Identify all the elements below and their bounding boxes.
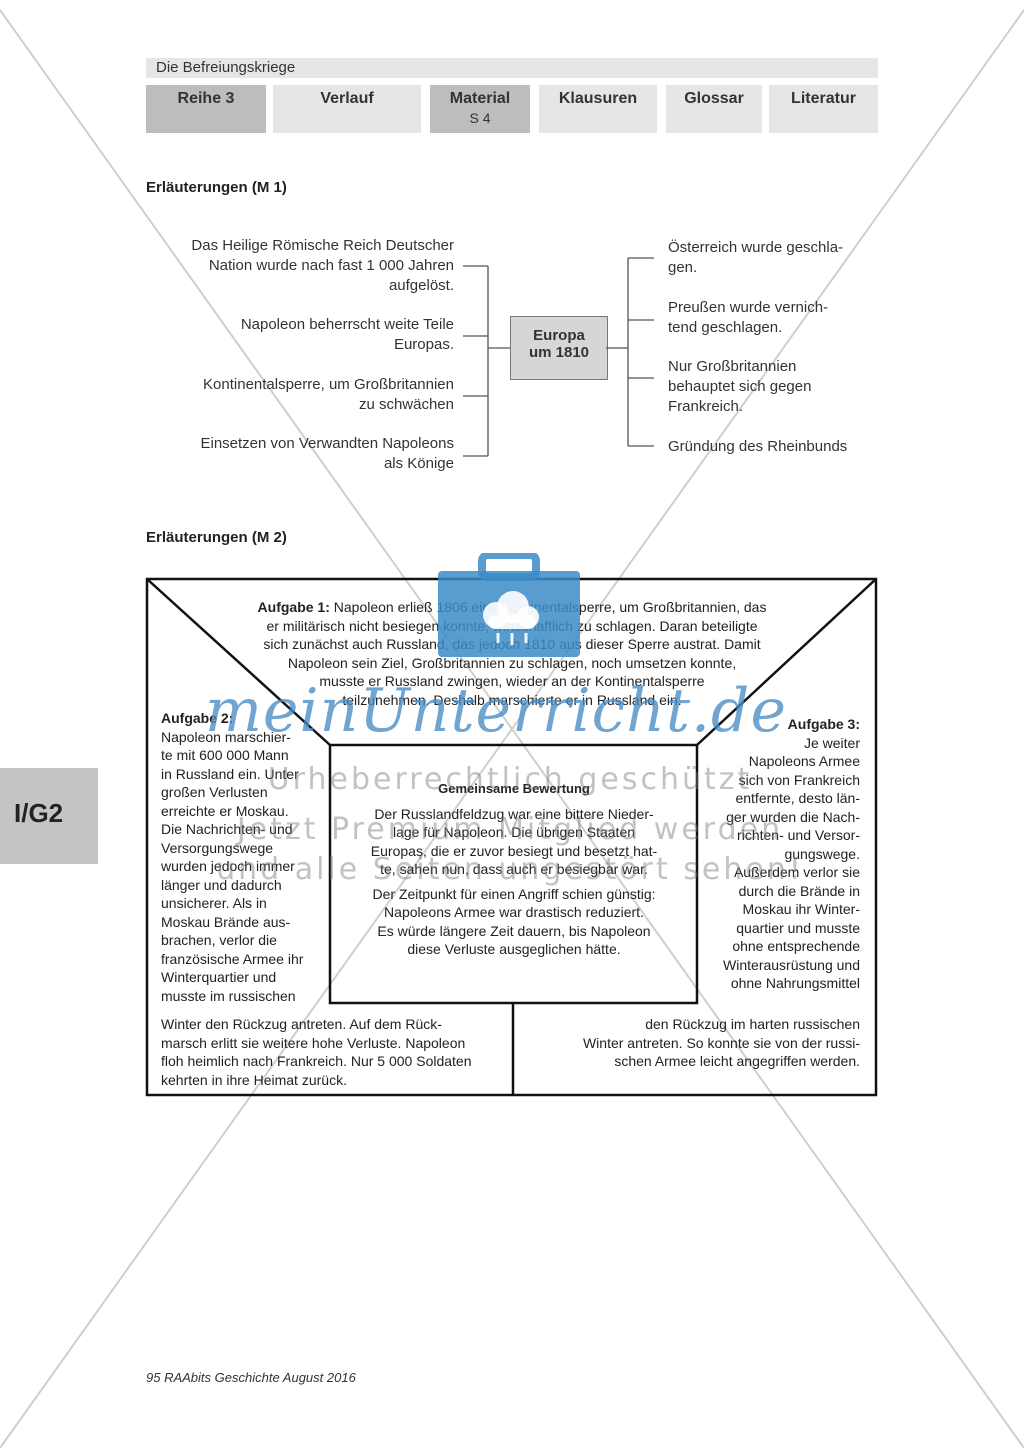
tab-label: Glossar [684,90,744,107]
tab-material[interactable]: Material S 4 [430,85,530,133]
tab-page-number: S 4 [469,110,491,126]
m1-right-item: Preußen wurde vernich-tend geschlagen. [668,299,829,336]
section-side-tab: I/G2 [0,768,98,864]
bewertung-box-text: Gemeinsame Bewertung Der Russlandfeldzug… [334,780,694,959]
watermark-brand: meinUnterricht.de [205,676,787,746]
tab-label: Verlauf [320,90,374,107]
tab-label: Literatur [791,90,856,107]
m1-center-box: Europa um 1810 [510,316,608,380]
aufgabe3-text: Aufgabe 3: Je weiter Napoleons Armee sic… [690,715,860,993]
tab-klausuren[interactable]: Klausuren [539,85,657,133]
tab-label: Klausuren [558,90,638,107]
m1-right-item: Gründung des Rheinbunds [668,438,848,455]
tab-glossar[interactable]: Glossar [666,85,762,133]
aufgabe2-text: Aufgabe 2: Napoleon marschier- te mit 60… [161,709,336,1005]
m2-heading: Erläuterungen (M 2) [146,529,287,546]
watermark-line-1: Urheberrechtlich geschützt [267,762,753,797]
footer-source: 95 RAAbits Geschichte August 2016 [146,1370,356,1385]
tab-label: Reihe 3 [177,90,235,107]
bewertung-title: Gemeinsame Bewertung [438,781,590,796]
side-tab-label: I/G2 [14,798,64,828]
m1-connector-lines [463,257,654,457]
aufgabe1-label: Aufgabe 1: [257,599,330,615]
header-title-bar: Die Befreiungskriege [146,58,878,78]
aufgabe2-label: Aufgabe 2: [161,710,234,726]
tab-verlauf[interactable]: Verlauf [273,85,421,133]
aufgabe2-text-continued: Winter den Rückzug antreten. Auf dem Rüc… [161,1016,472,1088]
m1-heading: Erläuterungen (M 1) [146,179,287,196]
aufgabe3-label: Aufgabe 3: [787,716,860,732]
aufgabe3-text-continued: den Rückzug im harten russischen Winter … [582,1016,860,1069]
tab-label: Material [449,90,511,107]
tab-reihe[interactable]: Reihe 3 [146,85,266,133]
m1-right-item: Österreich wurde geschla-gen. [668,239,844,276]
header-title: Die Befreiungskriege [156,59,296,76]
briefcase-cloud-icon [438,553,580,657]
watermark-line-2: Jetzt Premium Mitglied werden [236,812,784,847]
tab-literatur[interactable]: Literatur [769,85,878,133]
watermark-line-3: und alle Seiten ungestört sehen! [216,852,804,887]
